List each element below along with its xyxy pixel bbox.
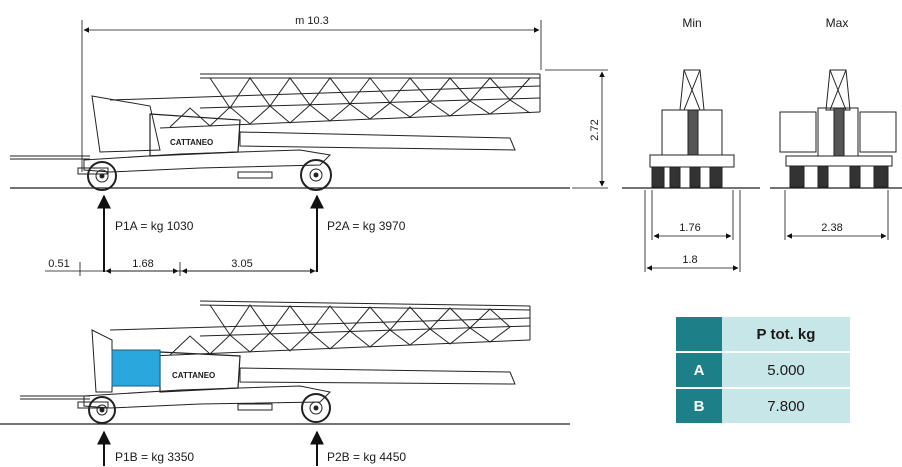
row-value: 5.000 <box>722 353 850 387</box>
table-row: B 7.800 <box>676 389 850 423</box>
brand-logo-top: CATTANEO <box>170 138 213 147</box>
dim-wheelbase-label: 3.05 <box>231 258 252 270</box>
dim-total-length <box>81 20 542 172</box>
wheel-rear-top <box>300 159 332 191</box>
min-track-outer-label: 1.8 <box>682 254 697 266</box>
row-key: A <box>676 353 722 387</box>
front-view-min <box>622 69 760 189</box>
row-value: 7.800 <box>722 389 850 423</box>
min-view-title: Min <box>682 16 701 30</box>
ballast-block <box>111 349 161 387</box>
jib-lattice-bottom <box>109 300 531 357</box>
table-row: A 5.000 <box>676 353 850 387</box>
max-view-title: Max <box>826 16 849 30</box>
load-rear-top: P2A = kg 3970 <box>327 219 406 233</box>
side-view-bottom <box>0 300 570 425</box>
weight-table-corner <box>676 317 722 351</box>
dim-overhang-label: 0.51 <box>48 258 69 270</box>
load-arrows-top <box>97 194 324 272</box>
dim-mid-label: 1.68 <box>132 258 153 270</box>
weight-table: P tot. kg A 5.000 B 7.800 <box>676 315 850 425</box>
load-arrows-bottom <box>97 430 324 466</box>
load-front-bottom: P1B = kg 3350 <box>115 450 194 464</box>
load-rear-bottom: P2B = kg 4450 <box>327 450 406 464</box>
dim-height <box>545 69 608 189</box>
total-length-label: m 10.3 <box>295 15 329 27</box>
weight-table-header: P tot. kg <box>722 317 850 351</box>
turret-body <box>149 113 241 157</box>
load-front-top: P1A = kg 1030 <box>115 219 194 233</box>
brand-logo-bottom: CATTANEO <box>172 371 215 380</box>
height-label: 2.72 <box>589 119 601 140</box>
front-view-max <box>770 69 902 189</box>
max-track-label: 2.38 <box>821 222 842 234</box>
weight-table-header-row: P tot. kg <box>676 317 850 351</box>
side-view-top <box>10 73 570 191</box>
wheel-front-top <box>87 161 117 191</box>
dim-chain <box>45 262 317 276</box>
min-track-inner-label: 1.76 <box>679 222 700 234</box>
jib-lattice <box>109 73 541 129</box>
dim-front-min <box>644 190 741 272</box>
wheel-front-bottom <box>88 396 116 424</box>
wheel-rear-bottom <box>301 393 331 423</box>
dim-front-max <box>784 190 889 240</box>
row-key: B <box>676 389 722 423</box>
